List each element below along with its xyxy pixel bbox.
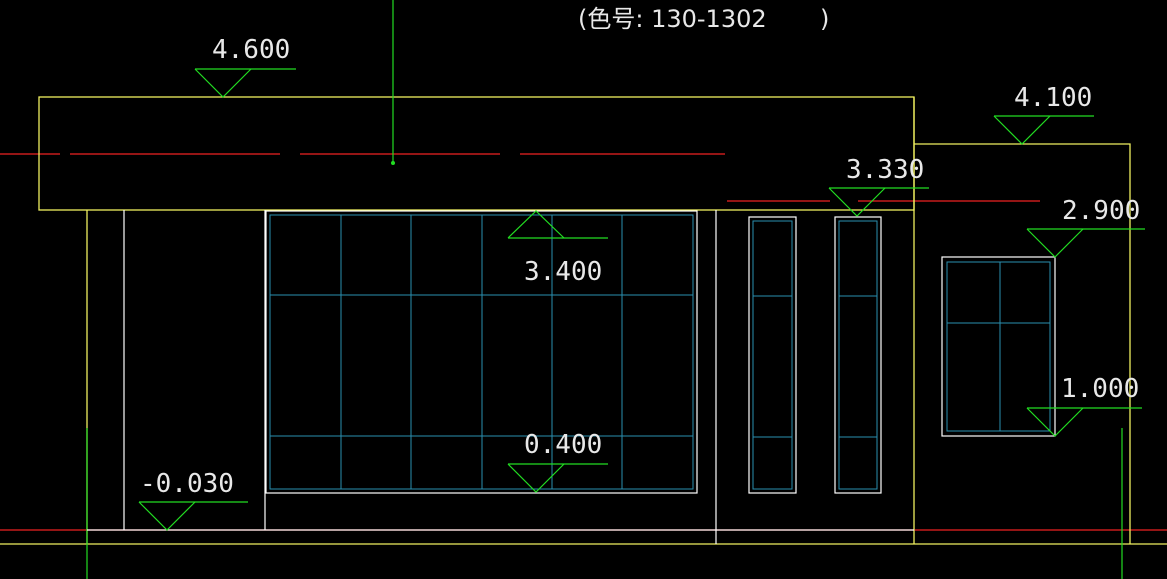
color-note: (色号: 130-1302 )	[578, 5, 829, 33]
main-window	[265, 210, 698, 494]
side-window-frame	[941, 256, 1056, 437]
elevation-triangle	[1026, 228, 1084, 258]
side-window-glazing	[946, 261, 1051, 432]
elevation-triangle	[1026, 407, 1084, 437]
elevation-label-window-top-side: 2.900	[1062, 196, 1140, 226]
elevation-triangle	[507, 463, 565, 493]
elevation-label-window-sill-main: 0.400	[524, 430, 602, 460]
elevation-triangle	[507, 210, 565, 239]
elevation-label-roof-side: 4.100	[1014, 83, 1092, 113]
elevation-label-window-top-main: 3.400	[524, 257, 602, 287]
main-window-frame	[265, 210, 698, 494]
elevation-triangle	[828, 187, 886, 217]
narrow-window-left	[748, 216, 797, 494]
elevation-label-window-top-narrow: 3.330	[846, 155, 924, 185]
elevation-triangle	[138, 501, 196, 531]
elevation-label-roof-main: 4.600	[212, 35, 290, 65]
narrow-window-right	[834, 216, 882, 494]
elevation-label-window-sill-side: 1.000	[1061, 374, 1139, 404]
narrow-window-frame	[748, 216, 797, 494]
guide-point	[391, 161, 395, 165]
side-roof-parapet	[914, 143, 1131, 544]
elevation-triangle	[993, 115, 1051, 145]
elevation-markers	[138, 68, 1145, 531]
guide-lines	[86, 0, 1123, 579]
elevation-triangle	[194, 68, 252, 98]
narrow-window-glazing	[838, 220, 878, 490]
outlines	[87, 210, 914, 544]
narrow-window-glazing	[752, 220, 793, 490]
elevation-label-ground: -0.030	[140, 469, 234, 499]
side-window	[941, 256, 1056, 437]
narrow-window-frame	[834, 216, 882, 494]
